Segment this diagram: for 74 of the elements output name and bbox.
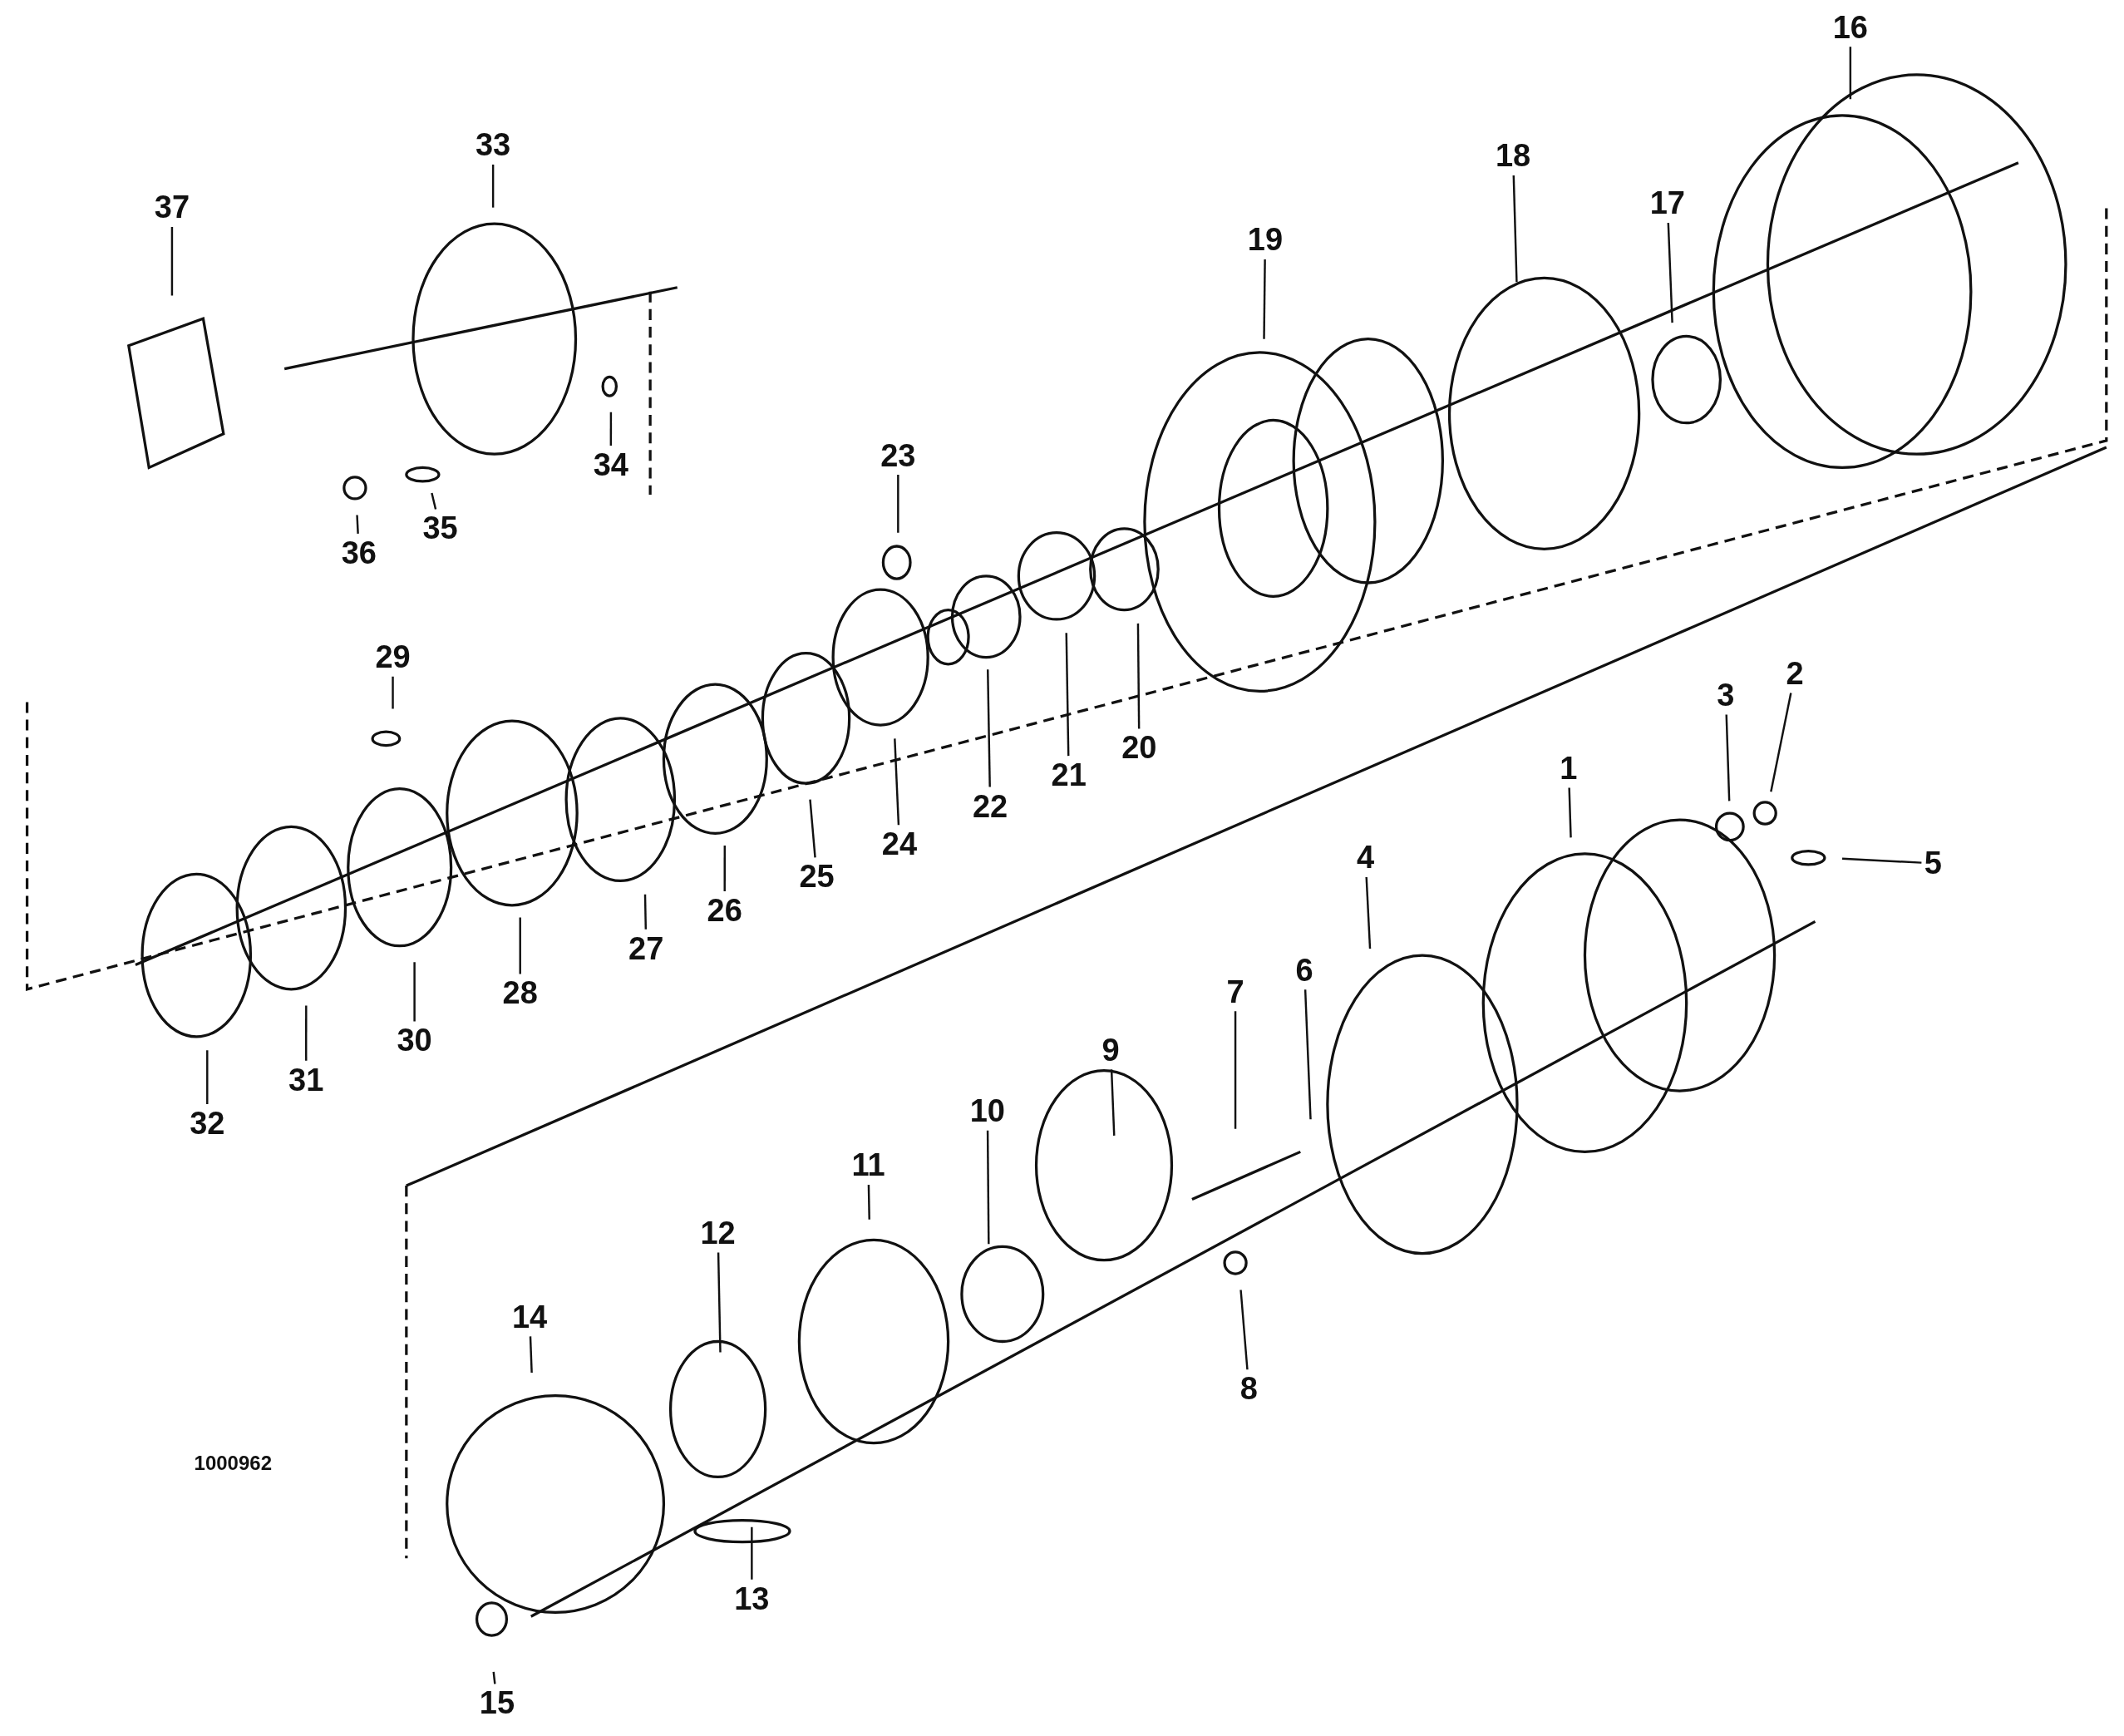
leader-line	[1667, 222, 1673, 323]
callout-number: 17	[1649, 186, 1685, 220]
leader-line	[413, 962, 416, 1022]
leader-line	[809, 799, 816, 858]
leader-line	[609, 412, 613, 446]
leader-line	[723, 846, 726, 892]
leader-line	[1234, 1011, 1237, 1129]
callout-number: 2	[1786, 656, 1804, 690]
leader-line	[717, 1252, 722, 1353]
callout-number: 31	[288, 1063, 324, 1097]
leader-line	[643, 894, 647, 930]
leader-line	[431, 492, 437, 510]
leader-line	[897, 475, 899, 533]
callout-number: 5	[1924, 846, 1942, 880]
leader-line	[1239, 1290, 1249, 1370]
callout-number: 29	[375, 640, 411, 674]
callout-number: 37	[154, 190, 190, 224]
leader-line	[305, 1005, 308, 1061]
callout-number: 34	[593, 447, 628, 481]
leader-line	[529, 1336, 533, 1374]
leader-line	[1770, 693, 1792, 792]
leader-line	[392, 676, 394, 709]
callout-number: 24	[881, 827, 918, 861]
leader-line	[987, 669, 991, 787]
callout-number: 4	[1356, 841, 1375, 875]
leader-line	[1568, 787, 1572, 838]
leader-line	[1512, 175, 1518, 283]
callout-number: 19	[1247, 223, 1284, 257]
callout-number: 36	[341, 535, 377, 570]
leader-line	[1725, 714, 1731, 801]
callout-number: 9	[1101, 1033, 1120, 1067]
callout-number: 18	[1495, 139, 1531, 173]
leader-line	[206, 1050, 209, 1104]
callout-number: 11	[851, 1148, 885, 1182]
callout-number: 27	[628, 931, 664, 965]
leader-line	[1842, 857, 1922, 864]
drawing-number: 1000962	[194, 1451, 272, 1475]
leader-line	[519, 917, 521, 974]
leader-line	[491, 164, 495, 208]
callout-number: 14	[511, 1300, 548, 1334]
leader-line	[1263, 259, 1266, 339]
leader-line	[170, 226, 174, 296]
callout-number: 6	[1295, 953, 1313, 987]
callout-number: 20	[1121, 731, 1157, 765]
callout-number: 25	[799, 860, 835, 894]
callout-number: 3	[1717, 678, 1735, 712]
callout-number: 35	[422, 511, 458, 545]
leader-line	[1136, 623, 1141, 729]
callout-number: 30	[397, 1023, 432, 1058]
leader-line	[1303, 989, 1312, 1120]
leader-line	[867, 1184, 870, 1220]
callout-number: 26	[707, 894, 742, 927]
callout-number: 10	[969, 1094, 1005, 1128]
callout-number: 33	[476, 128, 511, 162]
leader-line	[1849, 47, 1852, 100]
leader-line	[751, 1526, 753, 1580]
leader-line	[492, 1671, 496, 1684]
callout-number: 32	[190, 1106, 225, 1140]
callout-number: 23	[880, 438, 916, 472]
leader-line	[1365, 876, 1372, 949]
callout-number: 12	[700, 1216, 736, 1250]
callout-number: 16	[1832, 10, 1868, 44]
callout-number: 28	[502, 976, 538, 1010]
callout-number: 1	[1560, 751, 1578, 785]
callout-number: 22	[973, 789, 1008, 823]
callout-number: 15	[479, 1686, 515, 1720]
leader-line	[1065, 633, 1070, 757]
callout-number: 21	[1051, 758, 1087, 792]
leader-line	[894, 738, 900, 826]
leader-line	[356, 515, 359, 534]
leader-line	[986, 1130, 990, 1245]
callout-number: 7	[1226, 974, 1244, 1009]
callout-number: 13	[734, 1581, 770, 1615]
callout-number: 8	[1239, 1372, 1258, 1406]
